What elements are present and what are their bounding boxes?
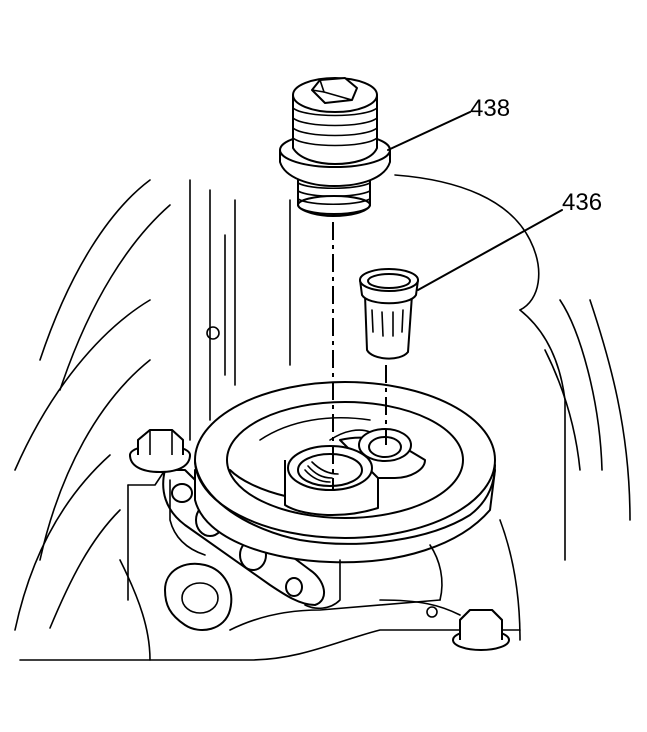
right-hex-bolt [452,609,510,651]
left-hex-bolt [129,429,191,473]
part-438-threaded-fitting [279,77,391,217]
callout-436-label: 436 [562,189,602,216]
engine-block-background [14,174,631,661]
assembly-guide-lines [332,222,387,490]
filter-adapter-housing [194,381,496,610]
part-436-screen-insert [359,268,419,360]
callout-438-label: 438 [470,95,510,122]
callout-leaders [387,111,563,291]
